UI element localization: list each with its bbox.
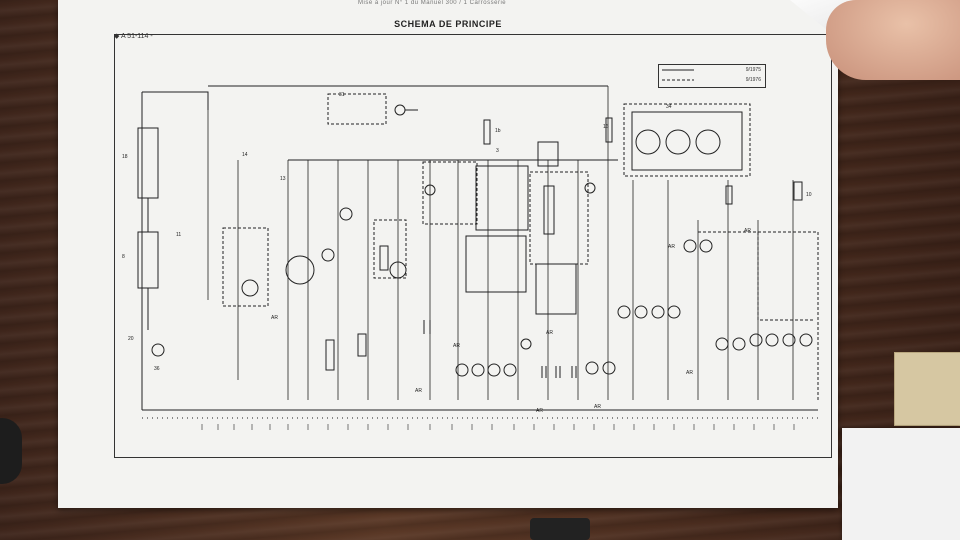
wiring-schematic	[137, 69, 819, 430]
legend-line-1975: 9/1975	[745, 67, 761, 73]
sheet-header: Mise à jour N° 1 du Manuel 300 / 1 Carro…	[358, 0, 507, 6]
label-13: 13	[280, 176, 286, 182]
cardboard-piece	[894, 352, 960, 426]
diagram-title: SCHEMA DE PRINCIPE	[394, 19, 502, 29]
legend-line-1976: 9/1976	[745, 77, 761, 83]
hand	[826, 0, 960, 80]
label-16: 16	[603, 124, 609, 130]
label-14: 14	[242, 152, 248, 158]
label-11: 11	[176, 232, 182, 238]
key-icon	[394, 104, 418, 116]
ar-label: AR	[536, 408, 543, 414]
reference-code: ◆ A 51-114 -	[114, 33, 153, 40]
ar-label: AR	[453, 343, 460, 349]
ar-label: AR	[668, 244, 675, 250]
ar-label: AR	[546, 330, 553, 336]
ar-label: AR	[744, 228, 751, 234]
dark-object-left	[0, 418, 22, 484]
label-1b: 1b	[495, 128, 501, 134]
label-18: 18	[122, 154, 128, 160]
ar-label: AR	[594, 404, 601, 410]
white-card	[842, 428, 960, 540]
ar-label: AR	[415, 388, 422, 394]
label-20: 20	[128, 336, 134, 342]
diagram-frame	[114, 34, 832, 458]
label-10: 10	[806, 192, 812, 198]
dark-object-bottom	[530, 518, 590, 540]
label-3: 3	[496, 148, 499, 154]
label-36: 36	[154, 366, 160, 372]
ar-label: AR	[686, 370, 693, 376]
ar-label: AR	[271, 315, 278, 321]
label-31: 31	[339, 92, 345, 98]
label-8: 8	[122, 254, 125, 260]
label-34: 34	[666, 104, 672, 110]
legend-box: 9/1975 9/1976	[658, 64, 766, 88]
schematic-sheet: Mise à jour N° 1 du Manuel 300 / 1 Carro…	[58, 0, 838, 508]
